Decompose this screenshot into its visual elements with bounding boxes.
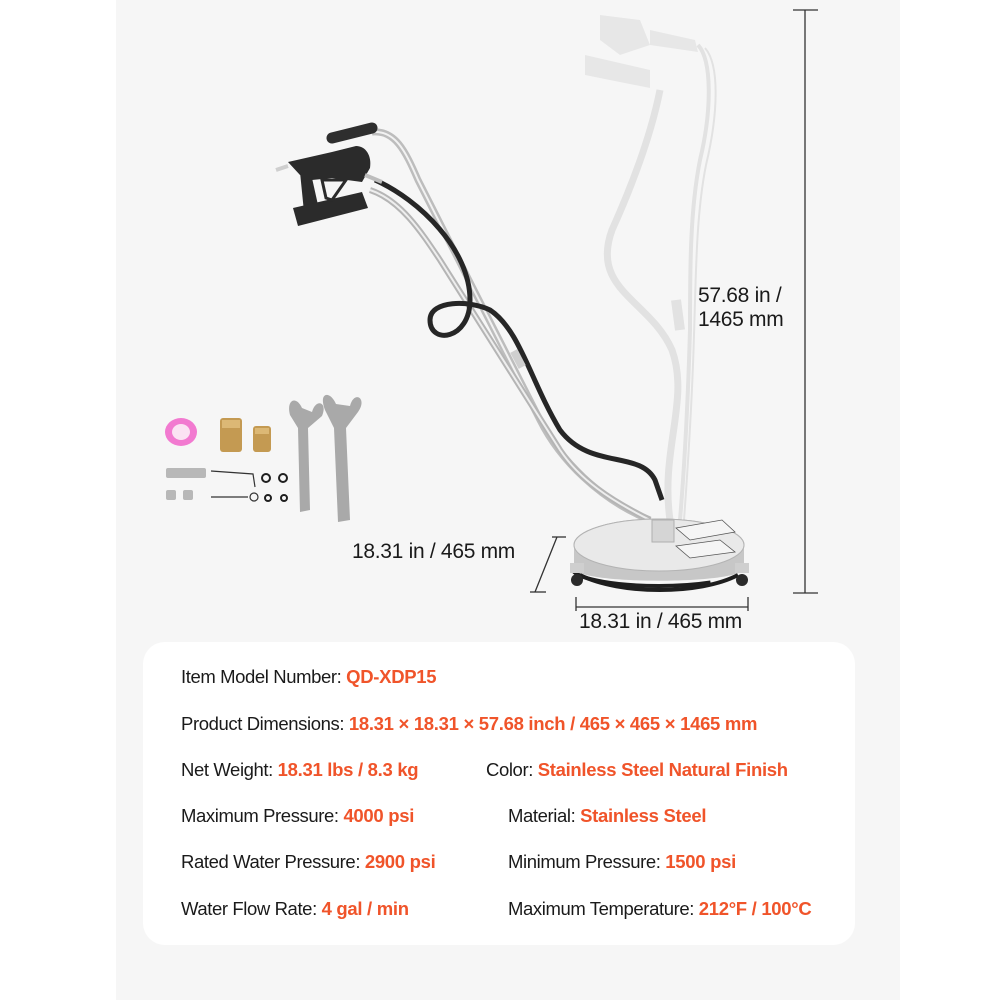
accessories-kit xyxy=(165,394,362,522)
spec-label: Maximum Temperature: xyxy=(508,898,694,919)
spec-card xyxy=(143,642,855,945)
spec-value: 1500 psi xyxy=(665,851,736,872)
spec-label: Net Weight: xyxy=(181,759,273,780)
spec-label: Water Flow Rate: xyxy=(181,898,317,919)
spec-label: Color: xyxy=(486,759,533,780)
ptfe-tape-icon xyxy=(165,418,197,446)
brass-connector-icon xyxy=(220,418,271,452)
spec-value: 212°F / 100°C xyxy=(698,898,812,919)
spec-label: Item Model Number: xyxy=(181,666,342,687)
spec-value: 4000 psi xyxy=(343,805,415,826)
spec-material: Material: Stainless Steel xyxy=(508,805,706,827)
spray-gun xyxy=(275,146,383,226)
spec-rated-pressure: Rated Water Pressure: 2900 psi xyxy=(181,851,436,873)
spec-color: Color: Stainless Steel Natural Finish xyxy=(486,759,788,781)
spec-max-pressure: Maximum Pressure: 4000 psi xyxy=(181,805,414,827)
height-imperial: 57.68 in / xyxy=(698,284,782,307)
height-dimension-label: 57.68 in / 1465 mm xyxy=(698,284,784,332)
wrench-icon xyxy=(289,394,362,522)
height-metric: 1465 mm xyxy=(698,308,784,332)
spec-value: Stainless Steel Natural Finish xyxy=(537,759,788,780)
spec-label: Rated Water Pressure: xyxy=(181,851,361,872)
depth-dimension-label: 18.31 in / 465 mm xyxy=(352,540,515,563)
spec-value: 4 gal / min xyxy=(321,898,409,919)
spec-label: Minimum Pressure: xyxy=(508,851,661,872)
spec-min-pressure: Minimum Pressure: 1500 psi xyxy=(508,851,736,873)
spec-value: 18.31 × 18.31 × 57.68 inch / 465 × 465 ×… xyxy=(348,713,758,734)
ghost-upright-unit xyxy=(585,15,717,521)
dimension-lines xyxy=(530,9,818,611)
spec-value: 18.31 lbs / 8.3 kg xyxy=(277,759,419,780)
spec-label: Product Dimensions: xyxy=(181,713,345,734)
main-unit xyxy=(326,122,665,524)
spec-value: 2900 psi xyxy=(364,851,436,872)
width-dimension-label: 18.31 in / 465 mm xyxy=(579,610,742,633)
spec-max-temperature: Maximum Temperature: 212°F / 100°C xyxy=(508,898,812,920)
spec-flow-rate: Water Flow Rate: 4 gal / min xyxy=(181,898,409,920)
spec-label: Material: xyxy=(508,805,576,826)
spec-model: Item Model Number: QD-XDP15 xyxy=(181,666,437,688)
surface-cleaner-base xyxy=(570,518,749,592)
product-illustration xyxy=(165,9,818,611)
spec-weight: Net Weight: 18.31 lbs / 8.3 kg xyxy=(181,759,419,781)
hex-key-icon xyxy=(210,470,259,502)
spec-dimensions: Product Dimensions: 18.31 × 18.31 × 57.6… xyxy=(181,713,757,735)
spec-value: QD-XDP15 xyxy=(346,666,437,687)
spec-value: Stainless Steel xyxy=(580,805,707,826)
quick-connect-plug-icon xyxy=(166,468,206,500)
o-rings-icon xyxy=(261,473,288,502)
spec-label: Maximum Pressure: xyxy=(181,805,339,826)
